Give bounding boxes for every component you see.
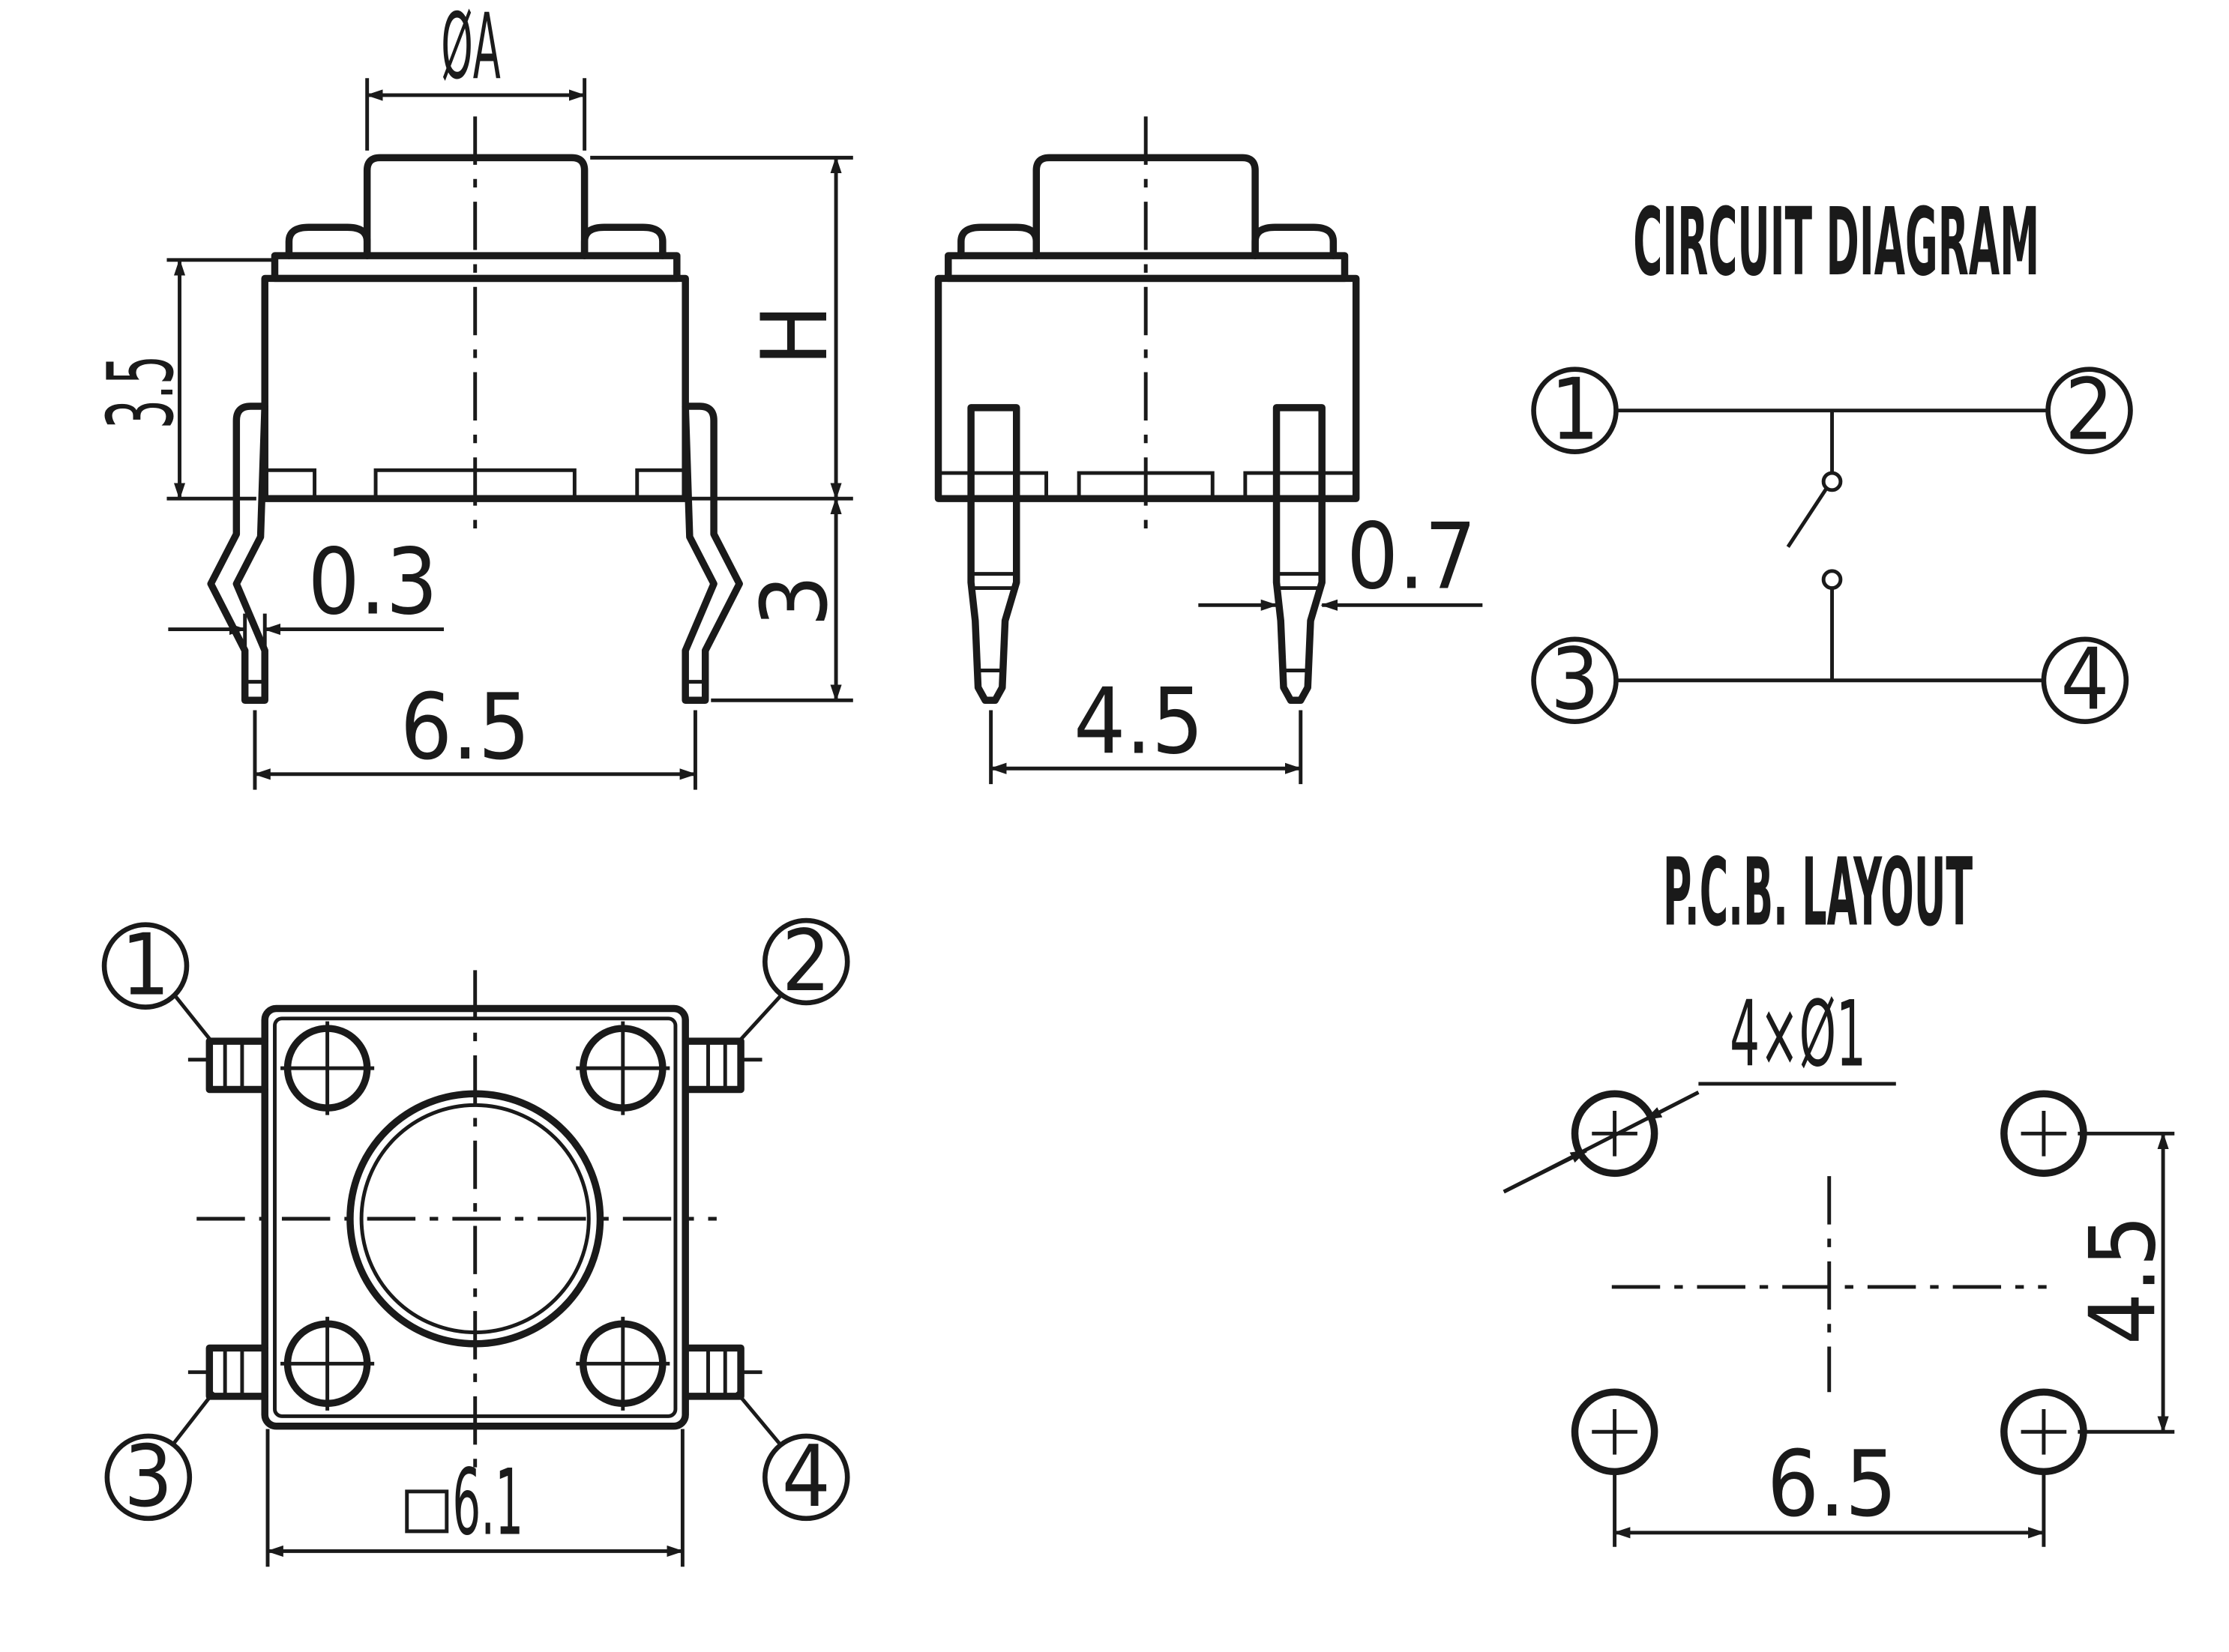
top-terminal-2-marks bbox=[706, 1041, 762, 1090]
dim-07-label: 0.7 bbox=[1347, 504, 1476, 610]
circuit-pin-bubble-4: 4 bbox=[2041, 630, 2129, 729]
circuit-diagram: CIRCUIT DIAGRAM 1 2 3 4 bbox=[1531, 188, 2133, 729]
top-pin-label-4: 4 bbox=[782, 1426, 831, 1526]
top-pin-bubble-4: 4 bbox=[762, 1426, 850, 1526]
circuit-pin-bubble-2: 2 bbox=[2045, 360, 2133, 459]
front-view: ØA 3.5 H 3 0.3 6.5 bbox=[88, 0, 853, 790]
pcb-hole-1 bbox=[1571, 1090, 1658, 1178]
top-terminal-2 bbox=[682, 1037, 744, 1094]
side-leg-left bbox=[967, 404, 1020, 705]
top-pin-bubble-3: 3 bbox=[104, 1426, 193, 1526]
dim-h-label: H bbox=[742, 304, 848, 366]
top-pin-bubble-1: 1 bbox=[101, 915, 190, 1015]
pcb-title: P.C.B. LAYOUT bbox=[1663, 839, 1973, 947]
top-leader-1 bbox=[172, 993, 215, 1046]
front-leg-right bbox=[682, 403, 743, 705]
dim-03-label: 0.3 bbox=[308, 529, 438, 636]
pcb-layout: P.C.B. LAYOUT 4×Ø1 4.5 6.5 bbox=[1502, 839, 2177, 1547]
side-leg-right bbox=[1272, 404, 1326, 705]
dim-3-label: 3 bbox=[742, 575, 848, 627]
side-view: 4.5 0.7 bbox=[934, 116, 1483, 785]
front-leg-left bbox=[207, 403, 268, 705]
dim-35-label: 3.5 bbox=[88, 355, 194, 429]
top-terminal-1 bbox=[205, 1037, 268, 1094]
side-bump-left bbox=[957, 223, 1041, 259]
circuit-pin-bubble-3: 3 bbox=[1531, 630, 1619, 729]
circuit-title: CIRCUIT DIAGRAM bbox=[1633, 188, 2039, 297]
pcb-hole-label: 4×Ø1 bbox=[1730, 980, 1866, 1087]
switch-contact-bottom bbox=[1821, 569, 1843, 591]
circuit-pin-bubble-1: 1 bbox=[1531, 360, 1619, 459]
dim-45-label: 4.5 bbox=[1074, 668, 1203, 774]
top-corner-crosshairs bbox=[280, 1021, 670, 1411]
pcb-dim-45-label: 4.5 bbox=[2070, 1215, 2177, 1345]
square-symbol-icon bbox=[405, 1489, 449, 1534]
pcb-hole-arrow-lower bbox=[1502, 1148, 1588, 1194]
side-leg-marks bbox=[971, 572, 1323, 672]
top-pin-label-1: 1 bbox=[121, 915, 170, 1015]
dim-a-label: ØA bbox=[441, 0, 501, 100]
top-leader-3 bbox=[172, 1390, 215, 1444]
top-pin-label-3: 3 bbox=[124, 1426, 172, 1526]
pcb-dim-65-label: 6.5 bbox=[1767, 1431, 1897, 1537]
pcb-hole-arrow-upper bbox=[1644, 1091, 1700, 1121]
circuit-pin-label-4: 4 bbox=[2060, 630, 2109, 729]
circuit-pin-label-2: 2 bbox=[2065, 360, 2114, 459]
front-bump-right bbox=[580, 223, 667, 259]
dim-65-label: 6.5 bbox=[400, 674, 530, 780]
circuit-pin-label-1: 1 bbox=[1550, 360, 1599, 459]
top-leader-4 bbox=[735, 1390, 781, 1444]
side-bump-right bbox=[1251, 223, 1338, 259]
top-pin-label-2: 2 bbox=[782, 911, 831, 1010]
top-pin-bubble-2: 2 bbox=[762, 911, 850, 1010]
top-terminal-1-marks bbox=[187, 1041, 244, 1090]
top-view: 1 2 3 4 6.1 bbox=[101, 911, 850, 1567]
dim-61-label: 6.1 bbox=[452, 1450, 523, 1556]
switch-contact-top bbox=[1821, 471, 1843, 492]
top-terminal-4 bbox=[682, 1344, 744, 1400]
front-bump-left bbox=[285, 223, 371, 259]
top-terminal-3 bbox=[205, 1344, 268, 1400]
top-terminal-4-marks bbox=[706, 1348, 762, 1396]
circuit-pin-label-3: 3 bbox=[1550, 630, 1599, 729]
top-terminal-3-marks bbox=[187, 1348, 244, 1396]
switch-blade bbox=[1786, 487, 1829, 548]
top-leader-2 bbox=[735, 992, 783, 1046]
